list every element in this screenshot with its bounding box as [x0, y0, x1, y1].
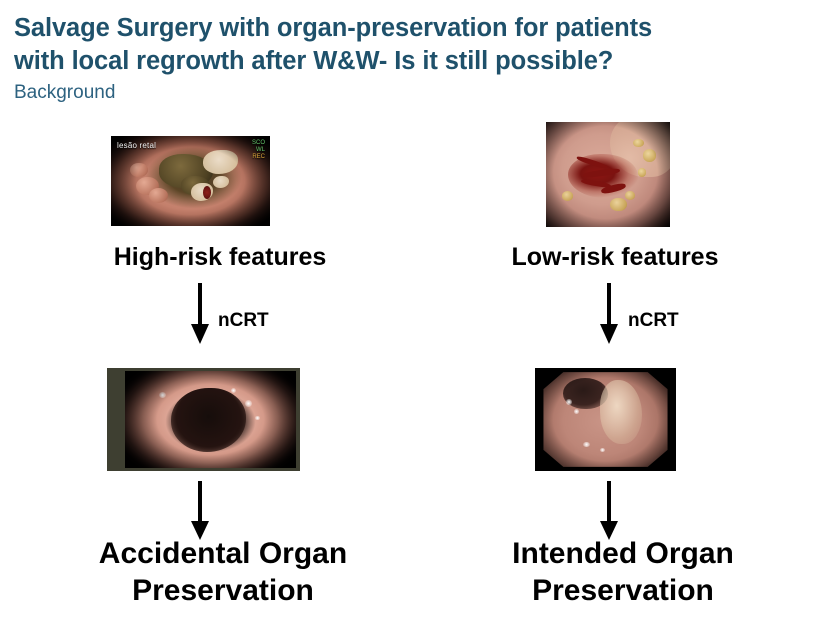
- down-arrow-icon: [600, 481, 618, 540]
- endoscope-vignette: [546, 122, 670, 227]
- label-high-risk-features: High-risk features: [113, 243, 327, 271]
- photo-post-ncrt-scarred-rectum: [535, 368, 676, 471]
- label-low-risk-features: Low-risk features: [511, 243, 719, 271]
- slide-header: Salvage Surgery with organ-preservation …: [14, 12, 814, 105]
- label-ncrt-left: nCRT: [218, 310, 269, 331]
- photo-high-risk-tumour: lesão retal SCO WL REC: [111, 136, 270, 226]
- photo-post-ncrt-normal-rectum-surface: [125, 371, 296, 468]
- endoscope-osd: SCO WL REC: [252, 140, 265, 161]
- down-arrow-icon: [600, 283, 618, 344]
- endoscope-vignette: [125, 371, 296, 468]
- endoscope-osd-line-3: REC: [252, 154, 265, 160]
- label-ncrt-right: nCRT: [628, 310, 679, 331]
- photo-overlay-text: lesão retal: [117, 141, 157, 150]
- photo-low-risk-lesion-surface: [546, 122, 670, 227]
- endoscope-osd-line-1: SCO: [251, 140, 265, 146]
- label-accidental-organ-preservation: Accidental Organ Preservation: [98, 537, 348, 607]
- label-intended-organ-preservation: Intended Organ Preservation: [512, 537, 734, 607]
- photo-post-ncrt-normal-rectum: [107, 368, 300, 471]
- endoscope-osd-line-2: WL: [256, 147, 265, 153]
- photo-post-ncrt-scarred-rectum-surface: [535, 368, 676, 471]
- photo-high-risk-tumour-surface: lesão retal SCO WL REC: [111, 136, 270, 226]
- down-arrow-icon: [191, 481, 209, 540]
- photo-low-risk-lesion: [546, 122, 670, 227]
- page-title: Salvage Surgery with organ-preservation …: [14, 14, 653, 75]
- slide-subtitle: Background: [14, 82, 116, 103]
- endoscope-vignette: [535, 368, 676, 471]
- endoscope-vignette: [111, 136, 270, 226]
- down-arrow-icon: [191, 283, 209, 344]
